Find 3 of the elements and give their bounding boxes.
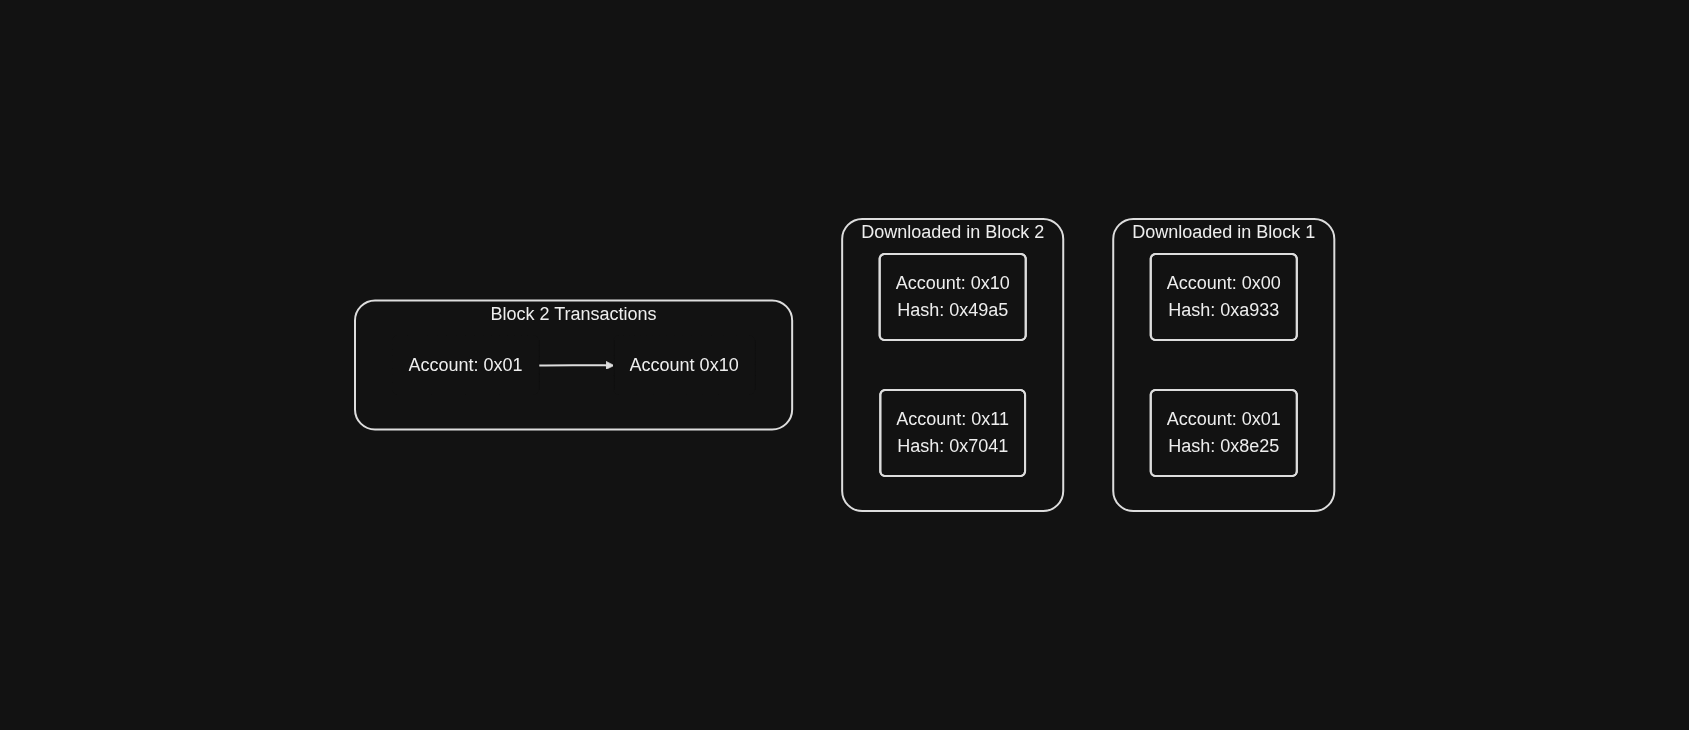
- node-text: Account 0x10: [629, 354, 739, 375]
- arrow: [537, 361, 615, 370]
- node-text: Account: 0x01: [408, 354, 523, 375]
